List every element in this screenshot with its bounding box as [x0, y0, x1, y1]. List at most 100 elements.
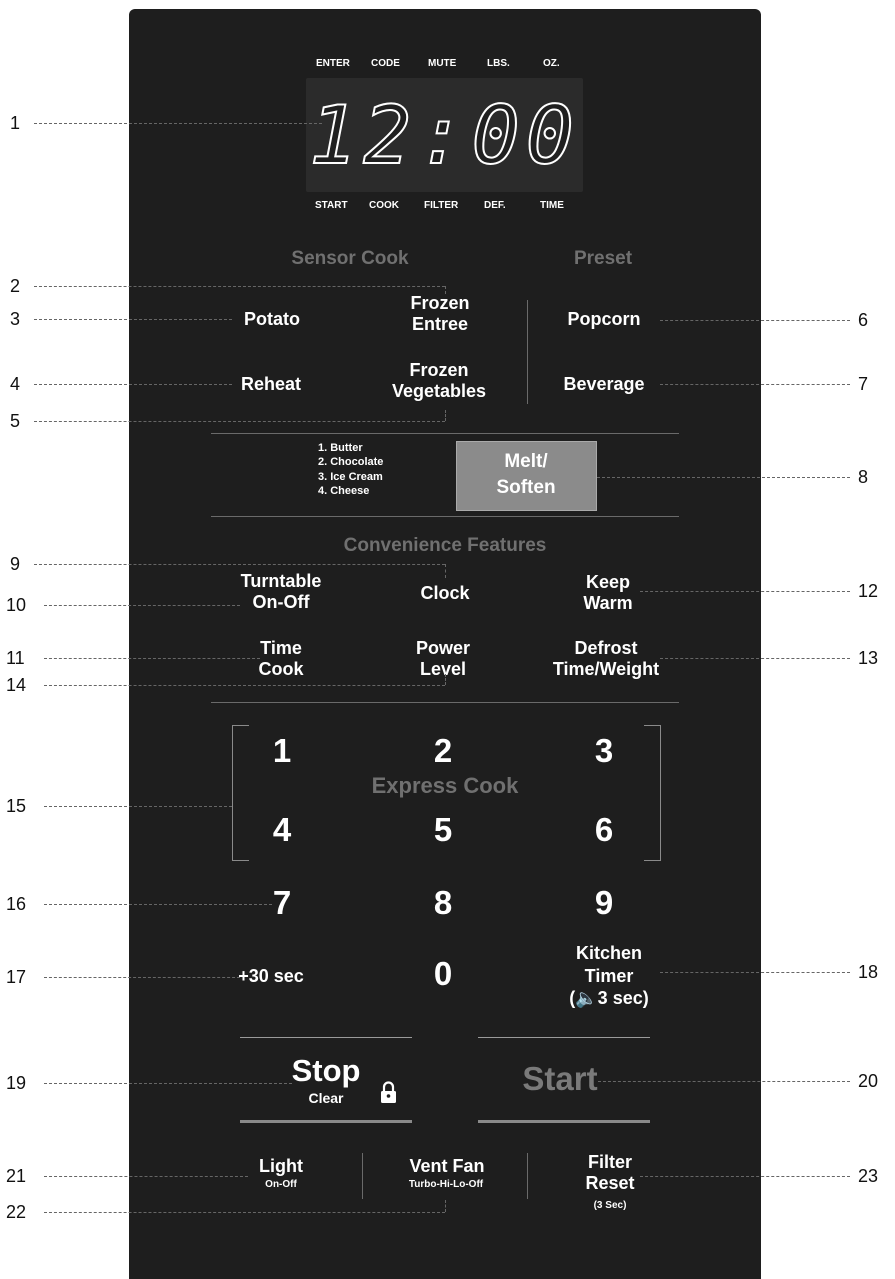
kitchen-timer-line2: Timer — [584, 965, 634, 986]
section-preset: Preset — [573, 248, 633, 269]
divider-1 — [211, 433, 679, 434]
preset-divider — [527, 300, 528, 404]
callout-4: 4 — [10, 374, 21, 394]
number-button-0[interactable]: 0 — [433, 955, 453, 992]
turntable-line2: On-Off — [252, 591, 310, 612]
callout-21: 21 — [6, 1166, 27, 1186]
callout-15: 15 — [6, 796, 27, 816]
kitchen-timer-line1: Kitchen — [575, 943, 643, 963]
plus-30-sec-button[interactable]: +30 sec — [238, 966, 304, 986]
callout-20: 20 — [858, 1071, 879, 1091]
callout-16: 16 — [6, 894, 27, 914]
vent-fan-button[interactable]: Vent Fan — [409, 1156, 485, 1176]
beverage-button[interactable]: Beverage — [563, 374, 645, 394]
stop-button[interactable]: Stop — [291, 1053, 361, 1088]
number-button-2[interactable]: 2 — [433, 732, 453, 769]
keep-warm-line1: Keep — [585, 572, 630, 592]
callout-8: 8 — [858, 467, 869, 487]
number-button-5[interactable]: 5 — [433, 811, 453, 848]
leader-2-tick — [445, 286, 446, 294]
power-level-line2: Level — [419, 658, 467, 679]
callout-9: 9 — [10, 554, 21, 574]
reheat-button[interactable]: Reheat — [240, 374, 302, 394]
leader-16 — [44, 904, 272, 905]
clock-button[interactable]: Clock — [420, 583, 470, 603]
time-cook-button[interactable]: Time Cook — [259, 638, 304, 679]
defrost-line2: Time/Weight — [552, 658, 660, 679]
divider-3 — [211, 702, 679, 703]
leader-13 — [660, 658, 850, 659]
leader-15 — [44, 806, 232, 807]
callout-3: 3 — [10, 309, 21, 329]
section-convenience: Convenience Features — [343, 535, 547, 556]
frozen-vegetables-line1: Frozen — [409, 360, 469, 380]
leader-11 — [44, 658, 260, 659]
melt-soften-button[interactable] — [456, 441, 597, 511]
defrost-button[interactable]: Defrost Time/Weight — [553, 638, 659, 679]
leader-8 — [597, 477, 850, 478]
callout-22: 22 — [6, 1202, 27, 1222]
callout-14: 14 — [6, 675, 27, 695]
turntable-line1: Turntable — [240, 571, 322, 591]
leader-4 — [34, 384, 232, 385]
time-cook-line2: Cook — [258, 658, 304, 679]
callout-13: 13 — [858, 648, 879, 668]
stop-top-bar — [240, 1037, 412, 1038]
express-cook-bracket-left — [232, 725, 249, 861]
express-cook-bracket-right — [644, 725, 661, 861]
kitchen-timer-button[interactable]: Kitchen Timer (🔈3 sec) — [569, 942, 648, 1010]
section-sensor-cook: Sensor Cook — [291, 248, 409, 269]
turntable-button[interactable]: Turntable On-Off — [241, 571, 322, 612]
leader-19 — [44, 1083, 292, 1084]
display-label-lbs: LBS. — [487, 58, 510, 69]
leader-17 — [44, 977, 240, 978]
leader-5 — [34, 421, 445, 422]
callout-7: 7 — [858, 374, 869, 394]
callout-23: 23 — [858, 1166, 879, 1186]
callout-18: 18 — [858, 962, 879, 982]
number-button-1[interactable]: 1 — [272, 732, 292, 769]
leader-21 — [44, 1176, 248, 1177]
display-label-code: CODE — [371, 58, 400, 69]
melt-soften-line1: Melt/ — [504, 451, 548, 472]
melt-soften-line2: Soften — [496, 476, 556, 498]
number-button-7[interactable]: 7 — [272, 884, 292, 921]
popcorn-button[interactable]: Popcorn — [567, 309, 641, 329]
keep-warm-button[interactable]: Keep Warm — [583, 572, 632, 613]
frozen-entree-button[interactable]: Frozen Entree — [410, 293, 469, 334]
light-button[interactable]: Light — [259, 1156, 303, 1176]
number-button-4[interactable]: 4 — [272, 811, 292, 848]
potato-button[interactable]: Potato — [244, 309, 300, 329]
melt-soften-label: Melt/ Soften — [496, 449, 555, 500]
leader-22-tick — [445, 1200, 446, 1212]
leader-18 — [660, 972, 850, 973]
vent-fan-sub-label: Turbo-Hi-Lo-Off — [408, 1179, 484, 1190]
display-label-enter: ENTER — [316, 58, 350, 69]
melt-option-chocolate: 2. Chocolate — [318, 456, 384, 469]
clock-digits: 12:00 — [308, 88, 580, 183]
number-button-6[interactable]: 6 — [594, 811, 614, 848]
melt-option-butter: 1. Butter — [318, 442, 363, 454]
frozen-entree-line1: Frozen — [410, 293, 470, 313]
control-panel — [129, 9, 761, 1279]
power-level-button[interactable]: Power Level — [416, 638, 470, 679]
filter-reset-sub-label: (3 Sec) — [593, 1200, 627, 1211]
number-button-8[interactable]: 8 — [433, 884, 453, 921]
leader-7 — [660, 384, 850, 385]
start-button[interactable]: Start — [522, 1060, 598, 1097]
leader-12 — [640, 591, 850, 592]
leader-22 — [44, 1212, 445, 1213]
bottom-divider-2 — [527, 1153, 528, 1199]
frozen-vegetables-button[interactable]: Frozen Vegetables — [392, 360, 486, 401]
filter-reset-line2: Reset — [585, 1172, 635, 1193]
callout-2: 2 — [10, 276, 21, 296]
display-label-oz: OZ. — [543, 58, 560, 69]
leader-14-tick — [445, 674, 446, 685]
frozen-vegetables-line2: Vegetables — [391, 380, 487, 401]
number-button-3[interactable]: 3 — [594, 732, 614, 769]
start-top-bar — [478, 1037, 650, 1038]
lock-icon — [381, 1081, 396, 1103]
number-button-9[interactable]: 9 — [594, 884, 614, 921]
filter-reset-button[interactable]: Filter Reset — [585, 1152, 634, 1193]
leader-14 — [44, 685, 445, 686]
